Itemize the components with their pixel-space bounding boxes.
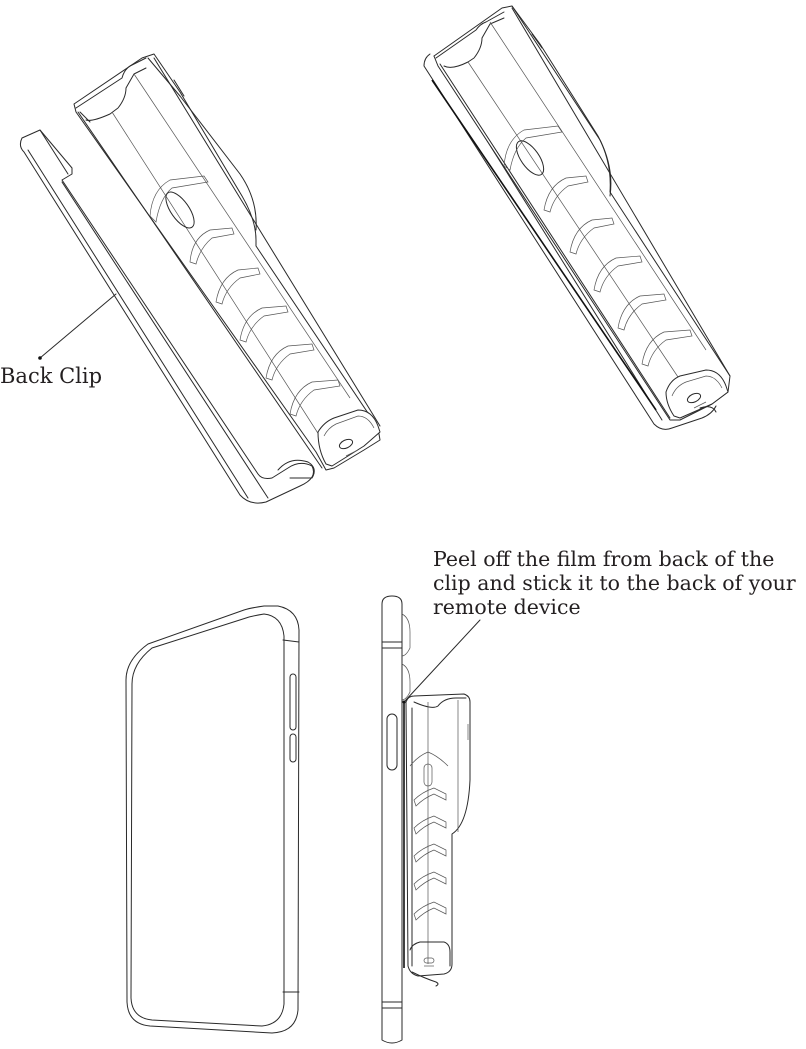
back-clip-callout: [38, 293, 117, 360]
peel-instruction-line-3: remote device: [433, 595, 581, 619]
panel-2-assembled-clip: [423, 5, 731, 430]
panel-4-remote-device-side-with-clip: [381, 595, 481, 1044]
back-clip-label: Back Clip: [0, 364, 103, 388]
peel-instruction-line-1: Peel off the film from back of the: [433, 547, 775, 571]
panel-3-remote-device-front: [125, 605, 300, 1034]
peel-film-instruction: Peel off the film from back of the clip …: [433, 547, 806, 619]
back-clip-drawing: [19, 129, 315, 504]
peel-instruction-line-2: clip and stick it to the back of your: [433, 571, 796, 595]
panel-1-separated-clip: [19, 53, 381, 504]
clip-holder-drawing: [73, 53, 381, 471]
